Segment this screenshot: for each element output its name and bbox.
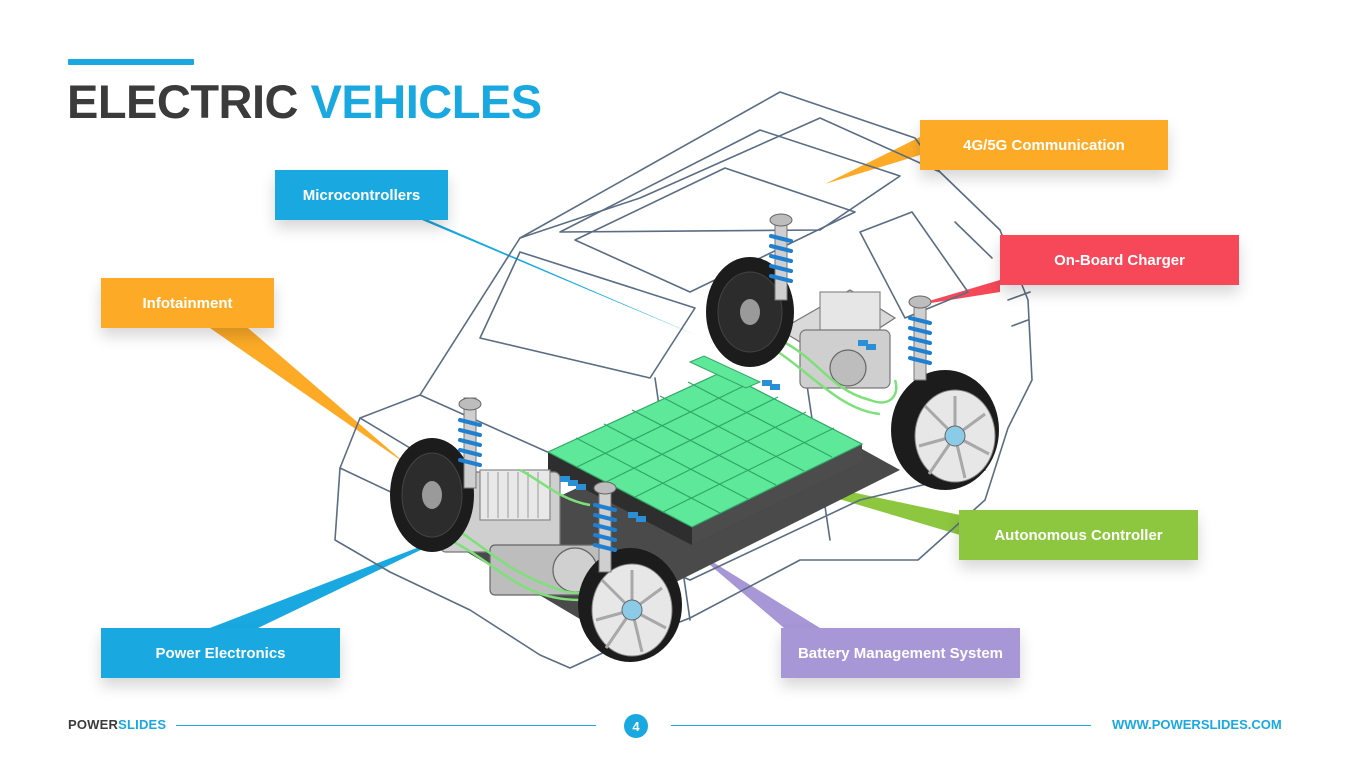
callout-label: 4G/5G Communication (963, 136, 1125, 154)
page-number: 4 (624, 714, 648, 738)
page-title: ELECTRIC VEHICLES (67, 74, 542, 130)
callout-on-board-charger: On-Board Charger (1000, 235, 1239, 285)
shock-absorber-rear-left (769, 213, 793, 301)
wheel-rear-right (891, 370, 999, 490)
title-part-blue: VEHICLES (310, 75, 543, 128)
pointer-bms (690, 548, 820, 628)
battery-pack (546, 355, 864, 545)
footer-rule-right (671, 725, 1091, 726)
shock-absorber-rear-right (908, 295, 932, 381)
pointer-infotainment (210, 328, 406, 464)
callout-autonomous-controller: Autonomous Controller (959, 510, 1198, 560)
title-part-dark: ELECTRIC (67, 75, 311, 128)
callout-label: Microcontrollers (302, 186, 421, 204)
pointer-charger (912, 280, 1000, 306)
brand-part-blue: SLIDES (118, 717, 167, 732)
footer-rule-left (176, 725, 596, 726)
callout-label: Autonomous Controller (994, 526, 1163, 544)
callout-label: Infotainment (142, 294, 233, 312)
pointer-microcontrollers (405, 210, 698, 336)
wheel-rear-left (706, 257, 794, 367)
connectors (560, 340, 876, 522)
pointer-communication (825, 137, 920, 184)
callout-power-electronics: Power Electronics (101, 628, 340, 678)
callout-microcontrollers: Microcontrollers (275, 170, 448, 220)
pointer-power (210, 532, 458, 628)
rear-motor-assembly (774, 289, 898, 416)
callout-label: On-Board Charger (1054, 251, 1185, 269)
brand-part-dark: POWER (68, 717, 119, 732)
footer-brand: POWERSLIDES (68, 717, 166, 732)
callout-label: Battery Management System (797, 644, 1004, 662)
wheel-front-right (578, 548, 682, 662)
shock-absorber-front-right (593, 481, 617, 573)
callout-label: Power Electronics (155, 644, 286, 662)
callout-4g5g-communication: 4G/5G Communication (920, 120, 1168, 170)
title-accent-bar (68, 59, 194, 65)
callout-infotainment: Infotainment (101, 278, 274, 328)
wheel-front-left (390, 438, 474, 552)
footer-website[interactable]: WWW.POWERSLIDES.COM (1112, 717, 1282, 732)
shock-absorber-front-left (458, 397, 482, 489)
callout-battery-management-system: Battery Management System (781, 628, 1020, 678)
